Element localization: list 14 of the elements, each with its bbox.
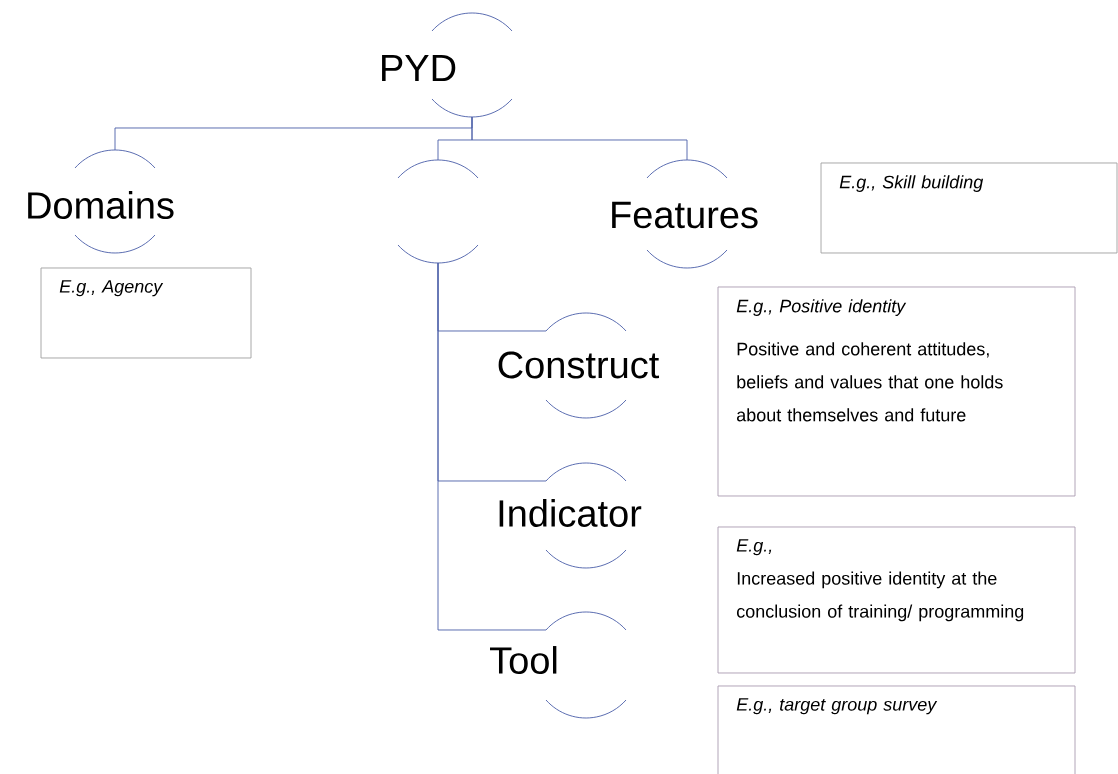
- bracket-label: Features: [612, 159, 758, 269]
- bracket-label: Construct: [498, 312, 659, 419]
- bracket-shape: [397, 159, 479, 264]
- example-box: E.g., Increased positive identity at the conclusion of training/ programming: [717, 526, 1076, 674]
- bracket-label: Indicator: [499, 462, 642, 569]
- connector-line: [437, 262, 547, 631]
- bracket-label: Domains: [28, 149, 174, 254]
- example-box: E.g., target group survey: [717, 685, 1076, 774]
- example-box: E.g., Positive identity Positive and coherent attitudes, beliefs and values that one holds about themselves and future: [717, 286, 1076, 497]
- bracket-label: PYD: [382, 12, 513, 118]
- example-box: E.g., Skill building: [820, 162, 1118, 254]
- bracket-label: Tool: [490, 611, 627, 719]
- example-box: E.g., Agency: [40, 267, 252, 359]
- connector-line: [471, 116, 688, 161]
